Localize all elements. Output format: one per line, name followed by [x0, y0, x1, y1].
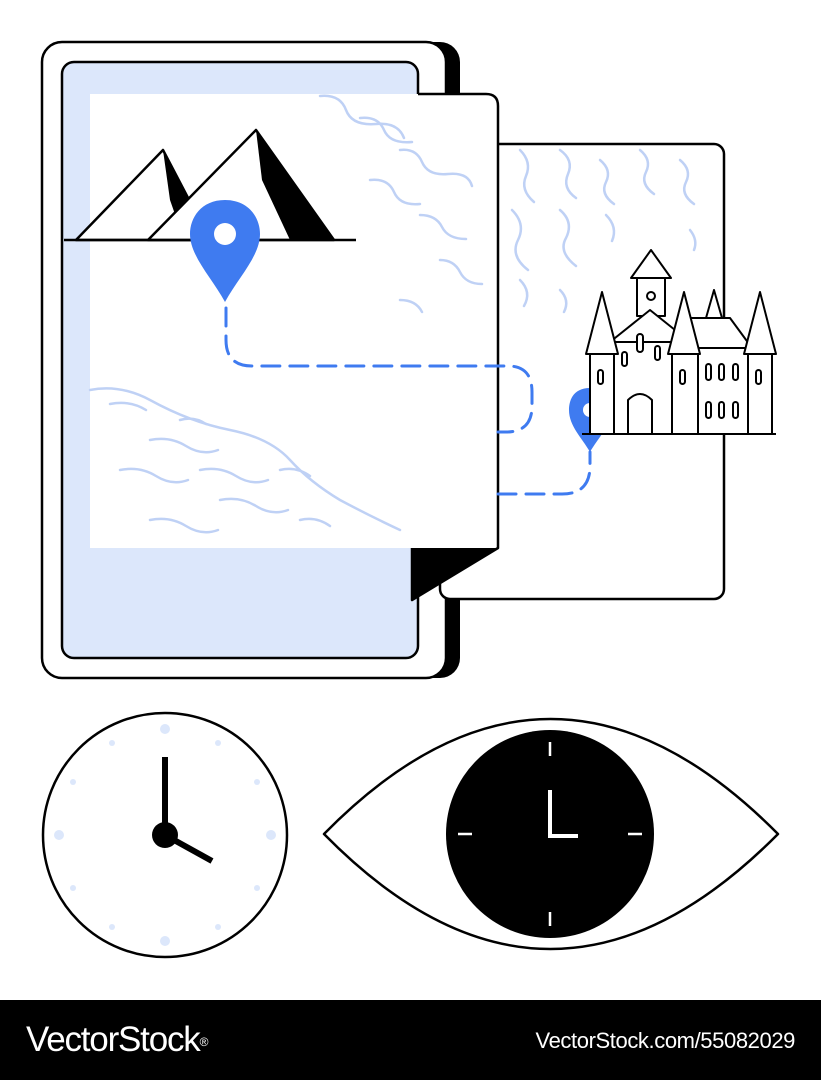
- castle-icon: [582, 249, 777, 435]
- location-pin-icon: [190, 200, 260, 302]
- watermark-bar: VectorStock® VectorStock.com/55082029: [0, 1000, 821, 1080]
- watermark-brand: VectorStock®: [26, 1018, 209, 1062]
- watermark-image-id: VectorStock.com/55082029: [535, 1028, 796, 1053]
- mountains-icon: [64, 128, 356, 242]
- travel-time-illustration: [40, 40, 780, 959]
- watermark-brand-name: VectorStock: [26, 1020, 201, 1059]
- registered-mark: ®: [199, 1035, 209, 1049]
- clock-icon: [41, 711, 289, 959]
- route-path-end: [496, 450, 592, 496]
- route-path: [224, 306, 534, 434]
- eye-clock-icon: [322, 717, 780, 951]
